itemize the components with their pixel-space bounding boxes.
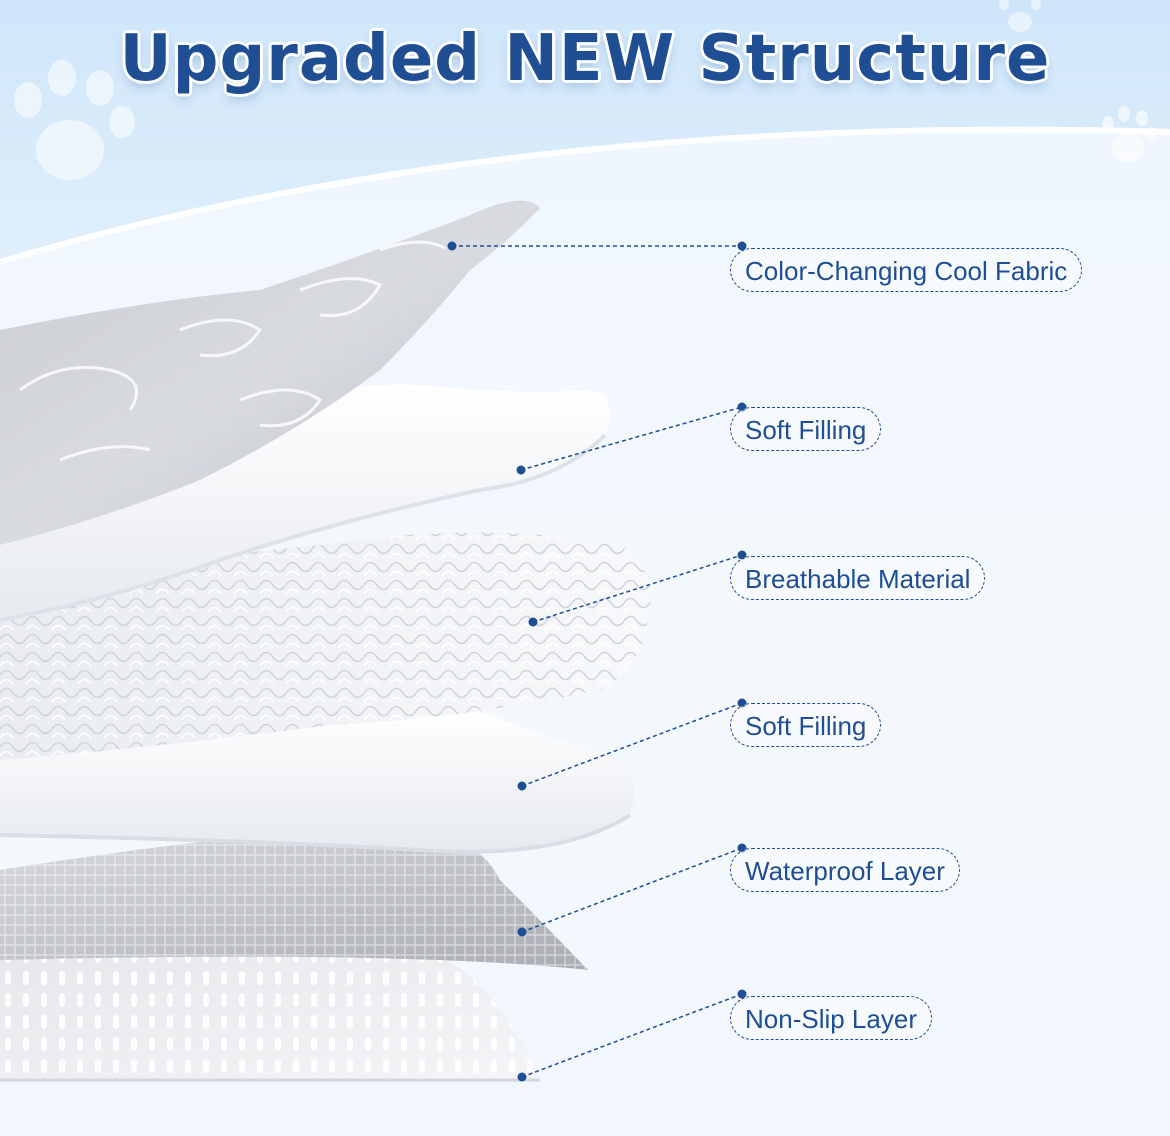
paw-print-icon <box>14 60 135 180</box>
layer-label-soft-filling-lower: Soft Filling <box>730 703 882 747</box>
paw-print-icon <box>999 0 1041 32</box>
layer-label-waterproof: Waterproof Layer <box>730 848 960 892</box>
leader-dot <box>517 927 527 937</box>
cool-fabric-layer <box>0 200 540 545</box>
paw-print-icon <box>1102 106 1158 162</box>
soft-filling-upper-layer <box>0 384 610 622</box>
waterproof-layer <box>0 825 588 970</box>
leader-line <box>532 554 743 623</box>
leader-line <box>520 406 743 471</box>
leader-lines <box>452 245 743 1078</box>
page-title: Upgraded NEW Structure <box>119 22 1051 96</box>
leader-line <box>521 847 743 933</box>
leader-dot <box>517 781 527 791</box>
non-slip-layer <box>0 928 540 1082</box>
leader-dot <box>447 241 457 251</box>
layer-label-cool-fabric: Color-Changing Cool Fabric <box>730 248 1083 292</box>
leader-dot <box>517 1072 527 1082</box>
layer-label-non-slip: Non-Slip Layer <box>730 996 932 1040</box>
leader-dot <box>516 465 526 475</box>
leader-dot <box>528 617 538 627</box>
layer-label-soft-filling-upper: Soft Filling <box>730 407 882 451</box>
breathable-material-layer <box>0 532 651 760</box>
layer-label-breathable-material: Breathable Material <box>730 556 986 600</box>
